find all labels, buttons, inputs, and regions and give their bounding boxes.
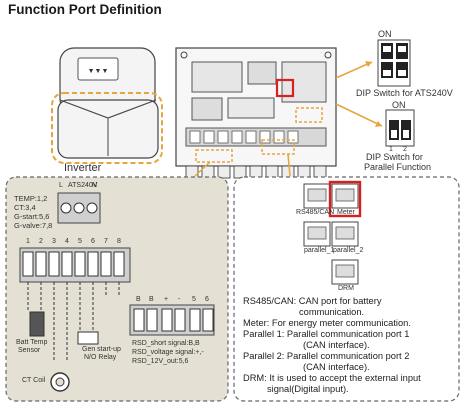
pin-number: 4	[65, 238, 69, 245]
inverter-illustration: ▼▼▼	[51, 47, 163, 164]
inverter-internal-view	[175, 47, 337, 179]
batt-temp-label-2: Sensor	[18, 347, 41, 354]
rsd-pin: B	[136, 296, 141, 303]
rsd-pin: +	[164, 296, 169, 303]
pin-number: 2	[39, 238, 43, 245]
rsd-pin: -	[178, 296, 181, 303]
ats-label-n: N	[92, 182, 98, 189]
batt-temp-label-1: Batt Temp	[16, 339, 48, 346]
pin-number: 1	[26, 238, 30, 245]
dip-parallel-label-2: Parallel Function	[364, 162, 432, 172]
right-panel	[233, 176, 460, 402]
desc-line: Parallel 2: Parallel communication port …	[243, 351, 410, 361]
port-label-rs485: RS485/CAN	[296, 209, 335, 216]
rsd-pin: 5	[192, 296, 196, 303]
terminal-label-ct: CT:3,4	[14, 203, 36, 212]
dip-parallel-label-1: DIP Switch for	[366, 152, 423, 162]
desc-line: Meter: For energy meter communication.	[243, 318, 411, 328]
dip-switch-parallel	[385, 109, 415, 147]
ats-label-l: L	[59, 182, 63, 189]
pin-number: 5	[78, 238, 82, 245]
rsd-label-3: RSD_12V_out:5,6	[132, 358, 189, 365]
port-label-parallel-2: parallel_2	[333, 247, 364, 254]
desc-line: Parallel 1: Parallel communication port …	[243, 329, 410, 339]
terminal-label-gstart: G-start:5,6	[14, 212, 50, 221]
inverter-label: Inverter	[64, 162, 102, 174]
desc-line: signal(Digital input).	[267, 384, 349, 394]
dip-switch-ats	[377, 39, 411, 87]
desc-line: (CAN interface).	[303, 362, 370, 372]
port-label-parallel-1: parallel_1	[304, 247, 335, 254]
pin-number: 8	[117, 238, 121, 245]
page-title: Function Port Definition	[8, 2, 162, 17]
pin-number: 3	[52, 238, 56, 245]
dip-parallel-num-1: 1	[389, 146, 393, 153]
svg-text:▼▼▼: ▼▼▼	[88, 68, 109, 75]
gen-label-2: N/O Relay	[84, 354, 117, 361]
rsd-label-1: RSD_short signal:B,B	[132, 340, 200, 347]
ct-coil-label: CT Coil	[22, 377, 46, 384]
rsd-label-2: RSD_voltage signal:+,-	[132, 349, 204, 356]
dip-parallel-on-label: ON	[392, 100, 406, 110]
desc-line: RS485/CAN: CAN port for battery	[243, 296, 382, 306]
dip-ats-on-label: ON	[378, 29, 392, 39]
dip-parallel-num-2: 2	[403, 146, 407, 153]
rsd-pin: B	[149, 296, 154, 303]
terminal-label-gvalve: G-valve:7,8	[14, 221, 53, 230]
desc-line: DRM: It is used to accept the external i…	[243, 373, 421, 383]
left-panel	[5, 176, 229, 402]
dip-ats-label: DIP Switch for ATS240V	[356, 88, 453, 98]
port-descriptions: RS485/CAN: CAN port for battery communic…	[243, 296, 458, 395]
ats-label-ats240v: ATS240V	[68, 182, 98, 189]
pin-number: 6	[91, 238, 95, 245]
gen-label-1: Gen start-up	[82, 346, 121, 353]
terminal-label-temp: TEMP:1,2	[14, 194, 48, 203]
desc-line: (CAN interface).	[303, 340, 370, 350]
rsd-pin: 6	[205, 296, 209, 303]
desc-line: communication.	[299, 307, 365, 317]
port-label-drm: DRM	[338, 285, 354, 292]
port-label-meter: Meter	[337, 209, 355, 216]
pin-number: 7	[104, 238, 108, 245]
